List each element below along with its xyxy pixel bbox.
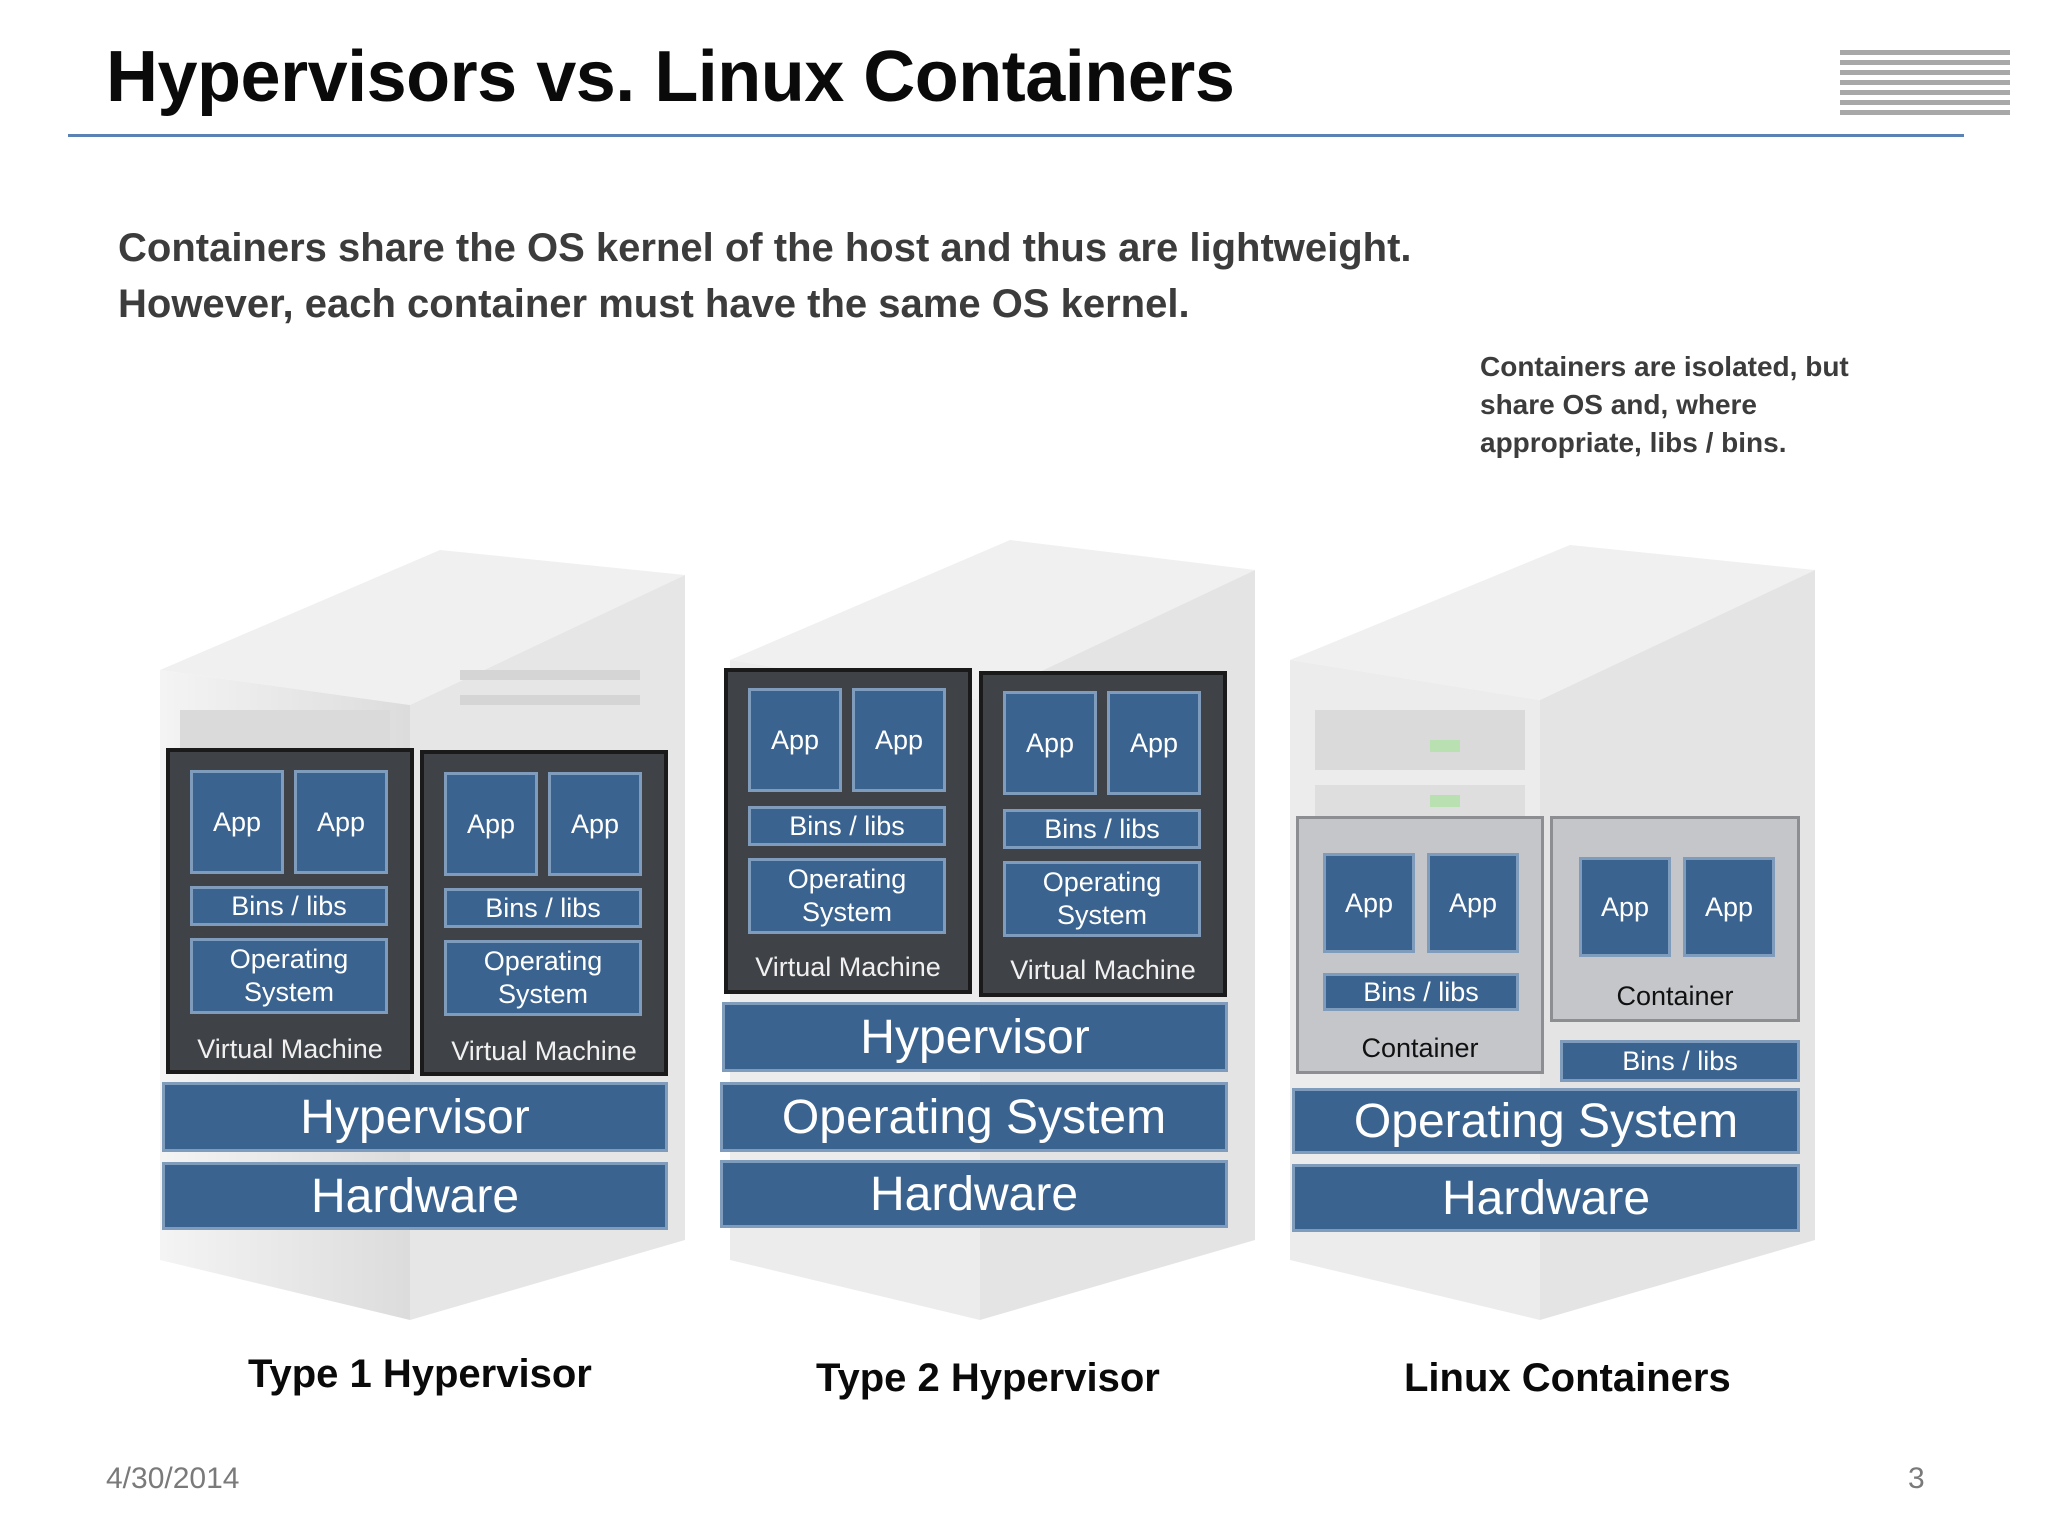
vm-label: Virtual Machine [1010, 955, 1196, 985]
os-label-line-2: System [1056, 900, 1148, 930]
hypervisor-layer: Hypervisor [722, 1002, 1228, 1072]
vm-label: Virtual Machine [197, 1034, 383, 1064]
bins-libs-block: Bins / libs [1323, 973, 1519, 1011]
host-os-layer: Operating System [1292, 1088, 1800, 1154]
os-label-line-2: System [497, 979, 589, 1009]
os-label-line-1: Operating [787, 864, 907, 894]
os-label-line-1: Operating [483, 946, 603, 976]
os-label-line-1: Operating [1042, 867, 1162, 897]
note-line-3: appropriate, libs / bins. [1480, 427, 1787, 458]
app-block: App [294, 770, 388, 874]
app-block: App [1107, 691, 1201, 795]
subtitle-line-2: However, each container must have the sa… [118, 282, 1190, 326]
hardware-layer: Hardware [1292, 1164, 1800, 1232]
app-block: App [548, 772, 642, 876]
container-label: Container [1616, 981, 1734, 1011]
vm-label: Virtual Machine [451, 1036, 637, 1066]
page-number: 3 [1908, 1462, 1925, 1495]
caption-type2: Type 2 Hypervisor [816, 1356, 1160, 1400]
page-title: Hypervisors vs. Linux Containers [106, 37, 1235, 117]
hardware-layer: Hardware [720, 1160, 1228, 1228]
caption-containers: Linux Containers [1404, 1356, 1731, 1400]
container: App App Bins / libs Container [1296, 816, 1544, 1074]
hardware-layer: Hardware [162, 1162, 668, 1230]
app-block: App [1323, 853, 1415, 953]
bins-libs-block: Bins / libs [1003, 809, 1201, 849]
bins-libs-block: Bins / libs [190, 886, 388, 926]
app-block: App [1427, 853, 1519, 953]
containers-note: Containers are isolated, but share OS an… [1480, 348, 1849, 462]
app-block: App [444, 772, 538, 876]
hypervisor-layer: Hypervisor [162, 1082, 668, 1152]
app-block: App [1003, 691, 1097, 795]
app-block: App [1683, 857, 1775, 957]
note-line-2: share OS and, where [1480, 389, 1757, 420]
footer-date: 4/30/2014 [106, 1462, 240, 1495]
container-label: Container [1361, 1033, 1479, 1063]
app-block: App [852, 688, 946, 792]
ibm-logo [1840, 48, 2010, 118]
app-block: App [748, 688, 842, 792]
vm-label: Virtual Machine [755, 952, 941, 982]
note-line-1: Containers are isolated, but [1480, 351, 1849, 382]
os-label-line-2: System [243, 977, 335, 1007]
host-os-layer: Operating System [720, 1082, 1228, 1152]
os-label-line-2: System [801, 897, 893, 927]
bins-libs-block: Bins / libs [748, 806, 946, 846]
bins-libs-block: Bins / libs [444, 888, 642, 928]
subtitle-line-1: Containers share the OS kernel of the ho… [118, 226, 1412, 270]
title-divider [68, 134, 1964, 137]
os-label-line-1: Operating [229, 944, 349, 974]
subtitle: Containers share the OS kernel of the ho… [118, 220, 1412, 332]
shared-bins-libs-block: Bins / libs [1560, 1040, 1800, 1082]
container: App App Container [1550, 816, 1800, 1022]
caption-type1: Type 1 Hypervisor [248, 1352, 592, 1396]
app-block: App [190, 770, 284, 874]
app-block: App [1579, 857, 1671, 957]
